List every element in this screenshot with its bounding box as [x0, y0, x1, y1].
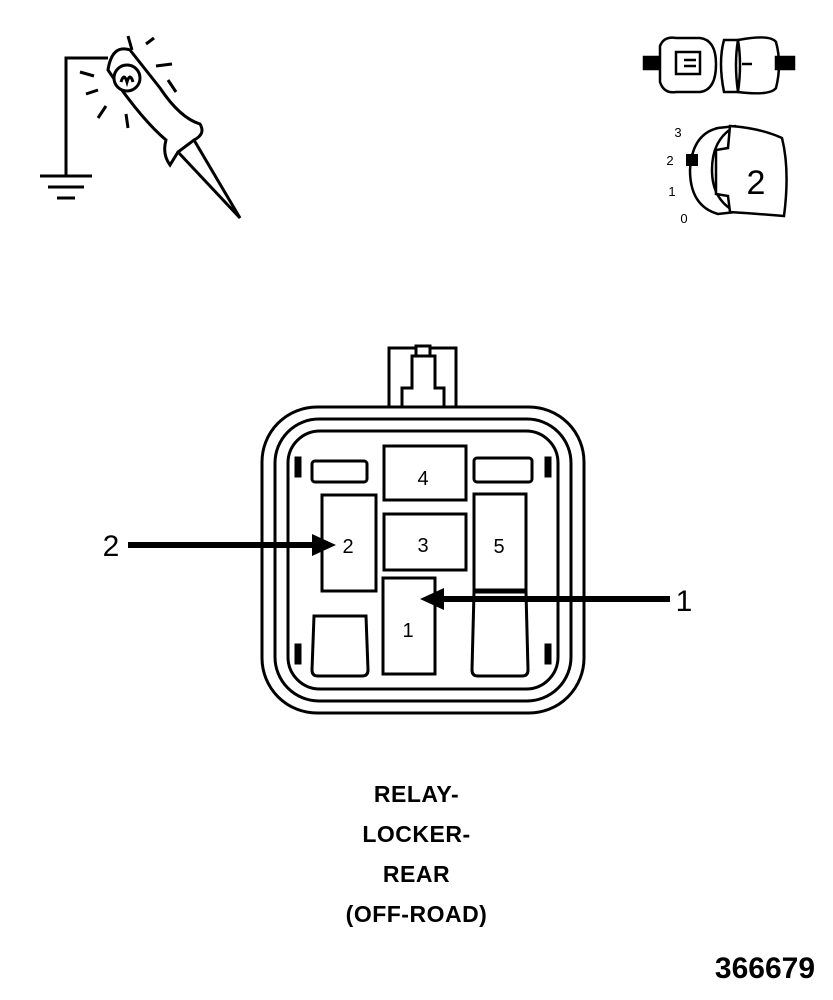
- ground-symbol-icon: [40, 174, 92, 200]
- callout-left-number: 2: [103, 530, 120, 563]
- test-light-icon: [64, 35, 242, 220]
- figure-number: 366679: [714, 952, 815, 985]
- cavity-3-label: 3: [417, 535, 428, 557]
- caption-line-3: REAR: [382, 861, 451, 887]
- key-position-0: 0: [680, 211, 687, 226]
- disconnected-connector-icon: [642, 36, 796, 95]
- key-position-2: 2: [666, 153, 673, 168]
- cavity-5-label: 5: [493, 536, 504, 558]
- cavity-4: [382, 444, 468, 502]
- callout-arrow-left: 2: [103, 530, 336, 563]
- caption-line-4: (OFF-ROAD): [345, 901, 488, 927]
- caption-line-2: LOCKER-: [362, 821, 471, 847]
- callout-right-number: 1: [676, 585, 693, 618]
- cavity-1: [381, 576, 437, 676]
- cavity-2-label: 2: [342, 536, 353, 558]
- cavity-5: [472, 492, 528, 592]
- caption-line-1: RELAY-: [373, 781, 460, 807]
- cavity-1-label: 1: [402, 620, 413, 642]
- cavity-4-label: 4: [417, 468, 428, 490]
- callout-arrow-right: 1: [420, 585, 692, 618]
- cavity-labels: 4 3 2 5 1: [342, 468, 504, 642]
- key-position-1: 1: [668, 184, 675, 199]
- terminal-cavities: [320, 444, 528, 676]
- key-position-3: 3: [674, 125, 681, 140]
- key-position-marker: [686, 154, 698, 166]
- key-label: 2: [747, 164, 766, 202]
- ignition-key-icon: 3 2 1 0 2: [666, 124, 788, 226]
- cavity-3: [382, 512, 468, 572]
